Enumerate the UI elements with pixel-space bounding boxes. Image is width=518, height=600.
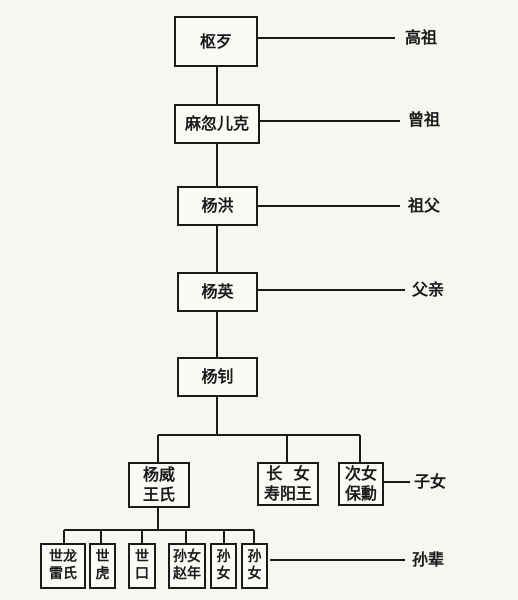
person-name: 长 女 xyxy=(266,464,310,483)
person-box-yangying: 杨英 xyxy=(177,272,258,312)
person-box-sunnv3: 孙 女 xyxy=(241,543,268,589)
person-box-sunnv1: 孙女 赵年 xyxy=(168,543,206,589)
person-box-shuda: 枢歹 xyxy=(174,16,258,67)
person-name-line2: 女 xyxy=(247,566,262,582)
person-name: 杨威 xyxy=(142,465,175,484)
person-name: 麻忽儿克 xyxy=(184,114,249,133)
person-box-shihu: 世 虎 xyxy=(89,543,116,589)
person-name: 孙女 xyxy=(173,549,201,565)
generation-label-zengzu: 曾祖 xyxy=(408,110,441,129)
spouse-name: 雷氏 xyxy=(49,566,77,582)
person-box-sunnv2: 孙 女 xyxy=(210,543,237,589)
generation-label-fuqin: 父亲 xyxy=(412,280,445,299)
person-box-shilong: 世龙 雷氏 xyxy=(40,543,86,589)
person-name: 世龙 xyxy=(49,549,77,565)
person-name: 杨洪 xyxy=(201,196,234,215)
person-box-yanghong: 杨洪 xyxy=(177,186,258,226)
spouse-name: 寿阳王 xyxy=(263,484,312,503)
spouse-name: 王氏 xyxy=(142,485,175,504)
person-box-changnv: 长 女 寿阳王 xyxy=(257,462,319,506)
person-name-line1: 世 xyxy=(95,549,110,565)
person-name-line1: 世 xyxy=(135,549,149,565)
person-name-line1: 孙 xyxy=(216,549,231,565)
spouse-name: 赵年 xyxy=(173,566,201,582)
generation-label-zinv: 子女 xyxy=(414,472,447,491)
person-name-line2: 口 xyxy=(135,566,149,582)
generation-label-zufu: 祖父 xyxy=(408,196,441,215)
generation-label-sunbei: 孙辈 xyxy=(412,550,445,569)
person-name: 杨钊 xyxy=(201,367,234,386)
person-name: 枢歹 xyxy=(199,31,232,51)
person-box-yangwei: 杨威 王氏 xyxy=(128,462,190,508)
spouse-name: 保勳 xyxy=(344,484,377,503)
person-name: 次女 xyxy=(344,464,377,483)
person-box-shikou: 世 口 xyxy=(128,543,156,589)
person-name-line2: 女 xyxy=(216,566,231,582)
person-box-yangzhao: 杨钊 xyxy=(177,357,258,397)
person-name: 杨英 xyxy=(201,282,234,301)
generation-label-gaozu: 高祖 xyxy=(405,28,438,47)
person-name-line1: 孙 xyxy=(247,549,262,565)
person-box-cinv: 次女 保勳 xyxy=(338,462,384,506)
person-box-mahuerke: 麻忽儿克 xyxy=(174,104,260,144)
person-name-line2: 虎 xyxy=(95,566,110,582)
